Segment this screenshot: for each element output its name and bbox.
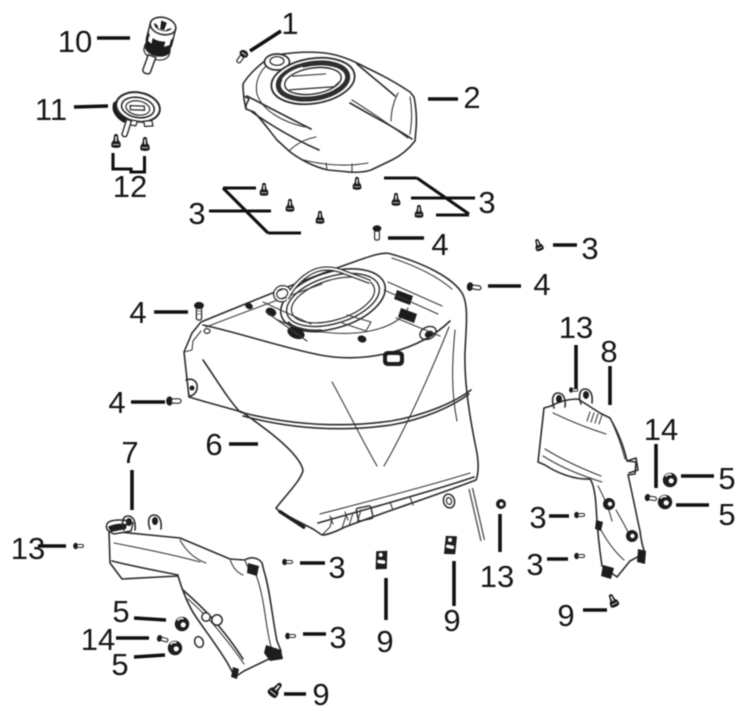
svg-text:13: 13 — [11, 531, 45, 566]
svg-text:14: 14 — [644, 412, 678, 447]
svg-text:13: 13 — [559, 310, 593, 345]
svg-text:9: 9 — [557, 598, 574, 633]
svg-text:6: 6 — [205, 427, 222, 462]
svg-text:13: 13 — [480, 559, 514, 594]
svg-text:12: 12 — [113, 169, 147, 204]
svg-text:3: 3 — [526, 547, 543, 582]
svg-text:10: 10 — [58, 24, 92, 59]
svg-text:9: 9 — [376, 624, 393, 659]
svg-text:14: 14 — [81, 622, 115, 657]
svg-text:5: 5 — [718, 461, 735, 496]
svg-text:3: 3 — [478, 185, 495, 220]
svg-text:3: 3 — [188, 196, 205, 231]
svg-text:5: 5 — [718, 497, 735, 532]
svg-text:3: 3 — [328, 550, 345, 585]
svg-text:1: 1 — [281, 6, 298, 41]
svg-text:5: 5 — [112, 594, 129, 629]
svg-text:4: 4 — [129, 295, 146, 330]
svg-text:3: 3 — [529, 500, 546, 535]
svg-text:9: 9 — [312, 677, 329, 712]
svg-text:4: 4 — [533, 267, 550, 302]
svg-text:4: 4 — [108, 385, 125, 420]
svg-text:4: 4 — [431, 227, 448, 262]
svg-text:9: 9 — [443, 603, 460, 638]
svg-text:11: 11 — [35, 92, 67, 127]
svg-text:5: 5 — [111, 647, 128, 682]
svg-text:7: 7 — [121, 435, 138, 470]
svg-text:2: 2 — [463, 80, 480, 115]
svg-text:8: 8 — [600, 334, 617, 369]
svg-text:3: 3 — [329, 620, 346, 655]
svg-text:3: 3 — [581, 231, 598, 266]
